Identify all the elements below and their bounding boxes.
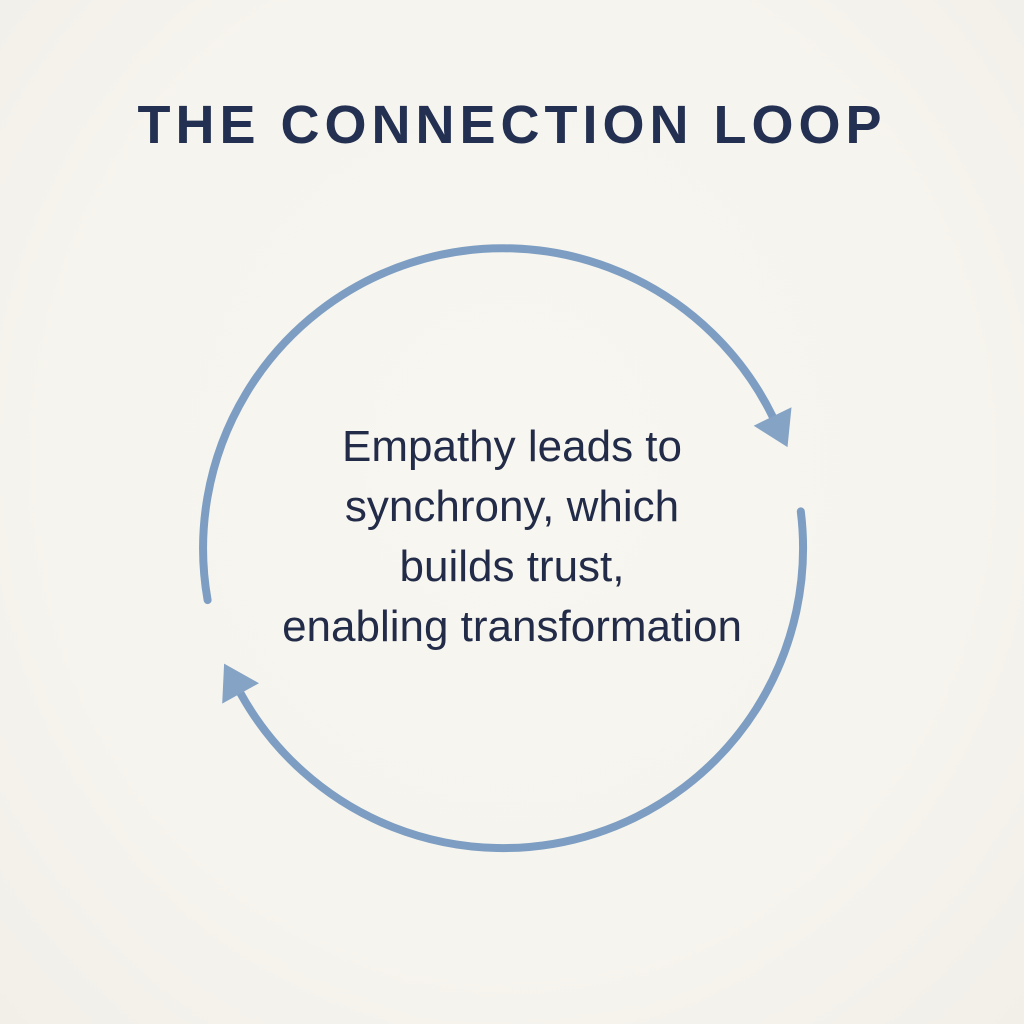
page-title: THE CONNECTION LOOP: [137, 95, 887, 155]
loop-center-text: Empathy leads to synchrony, which builds…: [0, 417, 1024, 657]
loop-arc-top: [199, 244, 777, 605]
center-text-line: synchrony, which: [344, 482, 680, 531]
arrowhead-bottom-left-icon: [222, 663, 259, 704]
loop-arc-bottom: [236, 507, 807, 853]
center-text-line: builds trust,: [399, 542, 625, 591]
center-text-line: enabling transformation: [282, 602, 742, 651]
center-text-line: Empathy leads to: [342, 422, 682, 471]
arrowhead-top-right-icon: [753, 407, 792, 448]
